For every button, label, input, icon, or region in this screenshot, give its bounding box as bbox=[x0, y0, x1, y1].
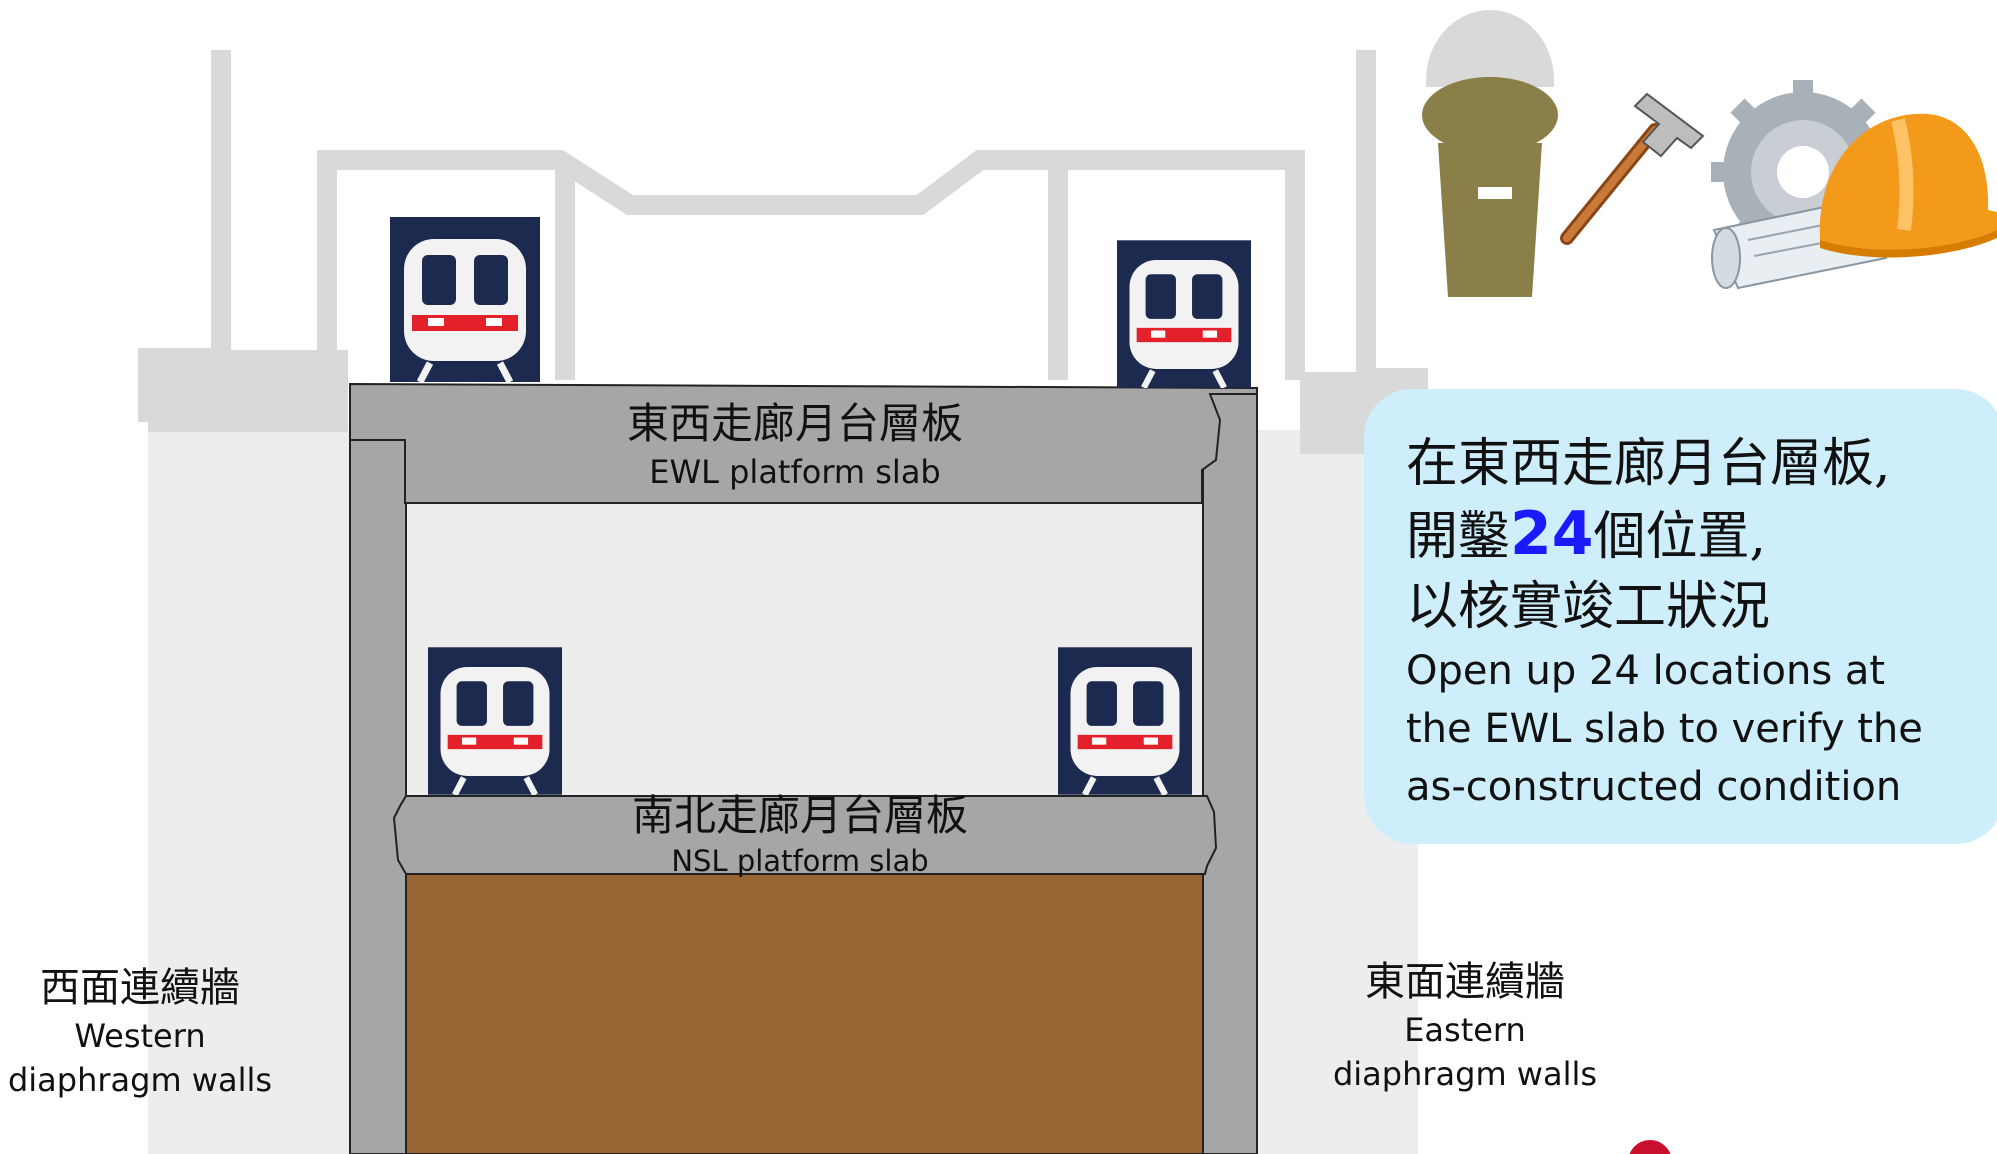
ewl-slab-label-zh: 東西走廊月台層板 bbox=[626, 399, 963, 448]
hard-hat-icon bbox=[1819, 113, 1997, 258]
train-icon bbox=[428, 647, 562, 797]
callout-en-line3: as-constructed condition bbox=[1406, 764, 1902, 810]
callout-zh-line1: 在東西走廊月台層板, bbox=[1406, 434, 1891, 494]
western-wall-label-en-2: diaphragm walls bbox=[7, 1061, 273, 1099]
western-wall-label-zh: 西面連續牆 bbox=[40, 965, 240, 1011]
callout-en-line1: Open up 24 locations at bbox=[1406, 648, 1886, 694]
engineering-icons bbox=[1708, 80, 1997, 295]
eastern-wall-label-en-2: diaphragm walls bbox=[1332, 1055, 1598, 1093]
eastern-diaphragm-wall bbox=[1202, 387, 1258, 1154]
callout-highlight-number: 24 bbox=[1510, 499, 1594, 569]
west-surface-ledge bbox=[148, 350, 348, 432]
nsl-platform-slab bbox=[392, 795, 1218, 875]
callout-zh-line2-pre: 開鑿 bbox=[1406, 507, 1511, 567]
eastern-wall-label-en-1: Eastern bbox=[1404, 1011, 1526, 1049]
worker-icon bbox=[1420, 5, 1560, 297]
logo-mark bbox=[1629, 1140, 1671, 1154]
western-diaphragm-wall bbox=[349, 439, 407, 1154]
eastern-wall-label-zh: 東面連續牆 bbox=[1365, 959, 1565, 1005]
soil-fill bbox=[404, 871, 1206, 1154]
callout-box: 在東西走廊月台層板, 開鑿24個位置, 以核實竣工狀況 Open up 24 l… bbox=[1364, 389, 1997, 844]
nsl-slab-label-en: NSL platform slab bbox=[671, 844, 929, 878]
train-icon bbox=[1117, 240, 1251, 390]
train-icon bbox=[1058, 647, 1192, 797]
callout-en-line2: the EWL slab to verify the bbox=[1406, 706, 1923, 752]
western-wall-label-en-1: Western bbox=[74, 1017, 206, 1055]
train-icon bbox=[390, 217, 540, 384]
callout-zh-line2: 開鑿24個位置, bbox=[1406, 499, 1997, 572]
hammer-icon bbox=[1555, 88, 1705, 248]
ewl-platform-slab bbox=[349, 382, 1258, 504]
ewl-slab-label-en: EWL platform slab bbox=[649, 453, 941, 491]
nsl-slab-label-zh: 南北走廊月台層板 bbox=[631, 791, 968, 840]
callout-zh-line2-post: 個位置, bbox=[1593, 507, 1767, 567]
callout-zh-line3: 以核實竣工狀況 bbox=[1406, 577, 1771, 637]
